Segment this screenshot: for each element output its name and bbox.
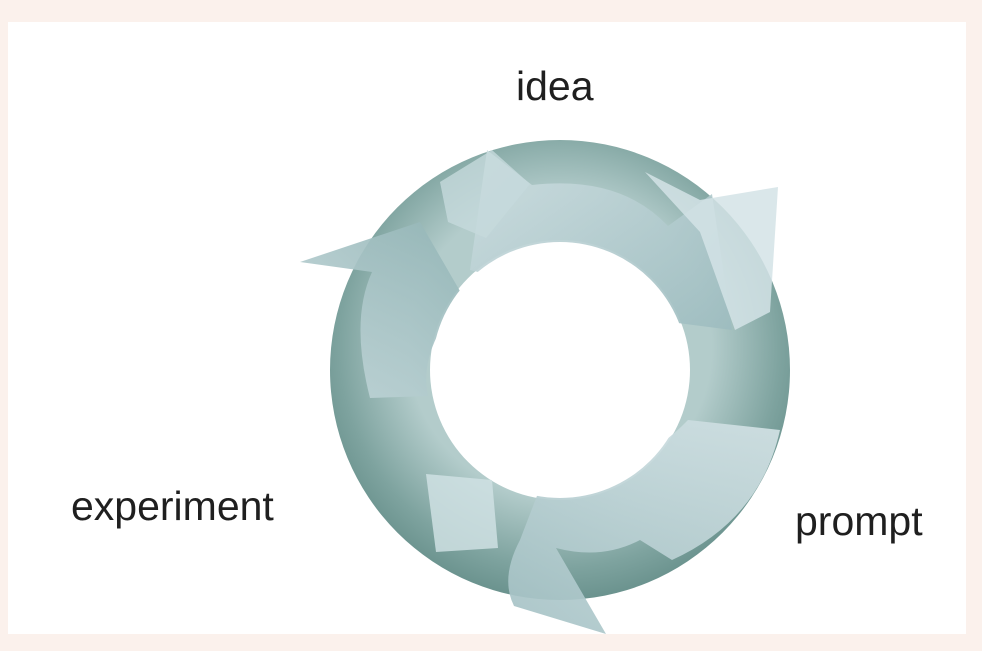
cycle-center [432,242,688,498]
label-experiment: experiment [71,483,274,529]
arrow-top-left [300,222,486,398]
label-prompt: prompt [795,498,923,544]
label-idea: idea [516,63,594,109]
arrow-bottom-left-body [426,474,498,552]
arrow-top-right-body [645,172,778,330]
arrow-top-left-body [440,150,530,238]
